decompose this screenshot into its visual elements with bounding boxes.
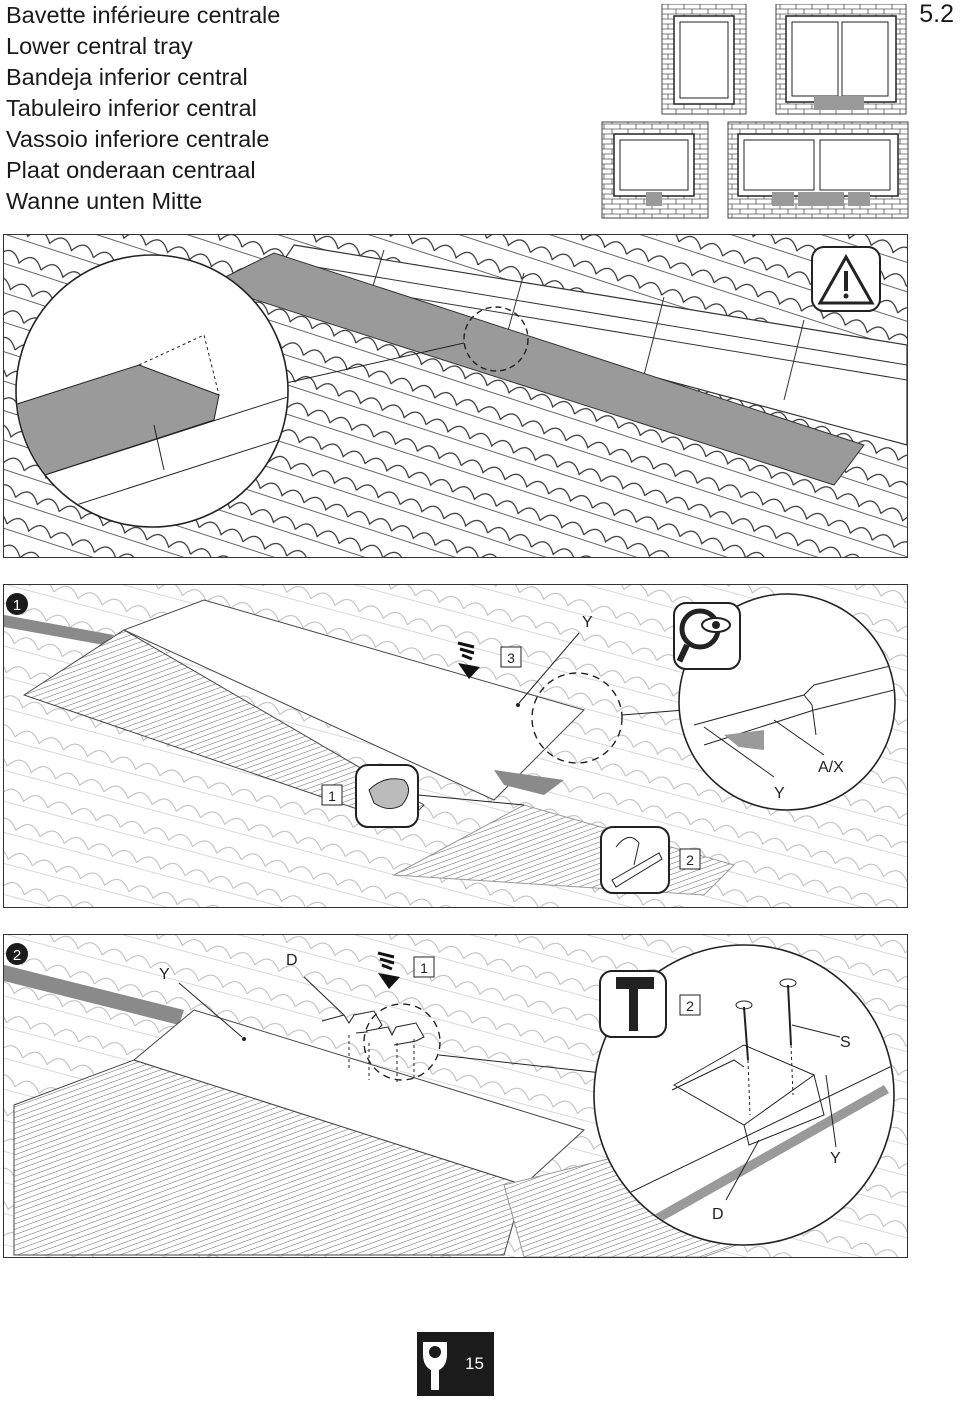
window-layout-thumbnails <box>601 4 909 219</box>
title-nl: Plaat onderaan centraal <box>6 157 256 183</box>
svg-text:1: 1 <box>420 960 428 976</box>
page-number: 15 <box>465 1354 484 1373</box>
substep-2-box <box>679 848 701 870</box>
substep-1-box <box>413 956 435 978</box>
svg-text:1: 1 <box>13 597 21 614</box>
warning-icon <box>811 246 881 312</box>
svg-text:3: 3 <box>507 650 515 666</box>
title-block: Bavette inférieure centrale Lower centra… <box>6 0 280 217</box>
step-2-panel: 2 Y D 1 <box>3 934 908 1258</box>
step-1-panel: 1 3 Y 1 2 <box>3 584 908 908</box>
thumb-wide-window <box>727 121 909 219</box>
step-1-badge: 1 <box>6 593 28 615</box>
thumb-small-window <box>601 121 709 219</box>
nail-icon <box>735 978 797 1116</box>
title-en: Lower central tray <box>6 33 193 59</box>
substep-1-box <box>321 784 343 806</box>
step-2-badge: 2 <box>6 943 28 965</box>
title-de: Wanne unten Mitte <box>6 188 203 214</box>
hammer-icon <box>599 970 667 1038</box>
svg-text:2: 2 <box>13 947 21 964</box>
label-ax: A/X <box>818 759 844 776</box>
thumb-double-window <box>775 4 907 115</box>
label-y-detail: Y <box>830 1150 841 1167</box>
label-d-detail: D <box>712 1206 724 1223</box>
svg-text:2: 2 <box>686 998 694 1014</box>
label-y: Y <box>582 614 593 631</box>
overview-detail-circle <box>15 254 289 528</box>
title-it: Vassoio inferiore centrale <box>6 126 270 152</box>
title-fr: Bavette inférieure centrale <box>6 2 281 28</box>
push-down-arrow-icon <box>457 641 480 679</box>
hand-fold-icon <box>600 826 670 894</box>
label-y-detail: Y <box>774 785 785 802</box>
label-y-left: Y <box>159 966 170 983</box>
section-number: 5.2 <box>919 0 954 28</box>
substep-2-box <box>679 994 701 1016</box>
title-es: Bandeja inferior central <box>6 64 248 90</box>
step-2-detail-circle: S Y D <box>593 944 895 1246</box>
magnifier-eye-icon <box>673 602 741 670</box>
thumb-single-window <box>661 4 747 115</box>
detail-target-circle <box>463 306 529 372</box>
push-down-arrow-icon <box>377 951 400 989</box>
svg-text:1: 1 <box>328 788 336 804</box>
overview-roof-panel <box>3 234 908 558</box>
hand-press-icon <box>355 764 419 828</box>
wrench-hand-icon <box>423 1342 447 1390</box>
substep-3-box <box>500 646 522 668</box>
label-s: S <box>840 1034 851 1051</box>
svg-text:2: 2 <box>686 852 694 868</box>
label-d: D <box>286 952 298 969</box>
page-footer <box>417 1332 494 1396</box>
title-pt: Tabuleiro inferior central <box>6 95 257 121</box>
